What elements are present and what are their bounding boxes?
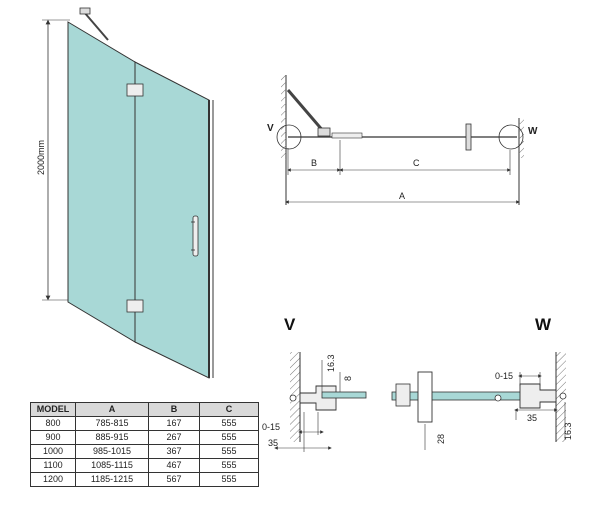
detail-circle-w bbox=[498, 124, 524, 150]
cell-a: 785-815 bbox=[75, 416, 149, 431]
front-view: 2000mm bbox=[36, 7, 214, 379]
table-row: 1200 1185-1215 567 555 bbox=[30, 472, 259, 487]
plan-support-arm bbox=[286, 89, 326, 133]
cell-b: 267 bbox=[148, 430, 200, 445]
right-wall-hatch bbox=[519, 118, 524, 158]
detail-v: V 16.3 8 0-15 35 bbox=[262, 315, 367, 452]
support-arm bbox=[83, 11, 109, 41]
bottom-hinge bbox=[126, 299, 144, 313]
cell-model: 900 bbox=[30, 430, 76, 445]
cell-b: 167 bbox=[148, 416, 200, 431]
table-row: 1100 1085-1115 467 555 bbox=[30, 458, 259, 473]
cell-b: 567 bbox=[148, 472, 200, 487]
detail-w-glass bbox=[391, 391, 523, 401]
cell-model: 1100 bbox=[30, 458, 76, 473]
header-model: MODEL bbox=[30, 402, 76, 417]
cell-c: 555 bbox=[199, 472, 259, 487]
detail-v-glass bbox=[321, 391, 367, 399]
header-c: C bbox=[199, 402, 259, 417]
table-header-row: MODEL A B C bbox=[30, 402, 259, 417]
cell-a: 985-1015 bbox=[75, 444, 149, 459]
cell-model: 1200 bbox=[30, 472, 76, 487]
cell-b: 467 bbox=[148, 458, 200, 473]
detail-v-dim-35: 35 bbox=[268, 438, 278, 448]
label-v: V bbox=[267, 123, 274, 134]
cell-c: 555 bbox=[199, 458, 259, 473]
detail-v-dim-163: 16.3 bbox=[326, 354, 336, 372]
detail-w: W 0-15 35 28 16.3 bbox=[391, 315, 573, 450]
header-b: B bbox=[148, 402, 200, 417]
height-label: 2000mm bbox=[36, 140, 46, 175]
door-handle bbox=[192, 215, 199, 257]
top-hinge bbox=[126, 83, 144, 97]
detail-w-dim-163: 16.3 bbox=[563, 422, 573, 440]
detail-v-dim-015: 0-15 bbox=[262, 422, 280, 432]
dim-b-label: B bbox=[311, 158, 317, 168]
cell-model: 1000 bbox=[30, 444, 76, 459]
table-row: 900 885-915 267 555 bbox=[30, 430, 259, 445]
fixed-glass-panel bbox=[67, 21, 136, 343]
dim-c-label: C bbox=[413, 158, 420, 168]
table-row: 1000 985-1015 367 555 bbox=[30, 444, 259, 459]
table-row: 800 785-815 167 555 bbox=[30, 416, 259, 431]
cell-a: 1185-1215 bbox=[75, 472, 149, 487]
detail-w-handle bbox=[417, 371, 433, 423]
header-a: A bbox=[75, 402, 149, 417]
detail-w-dim-35: 35 bbox=[527, 413, 537, 423]
detail-v-dim-8: 8 bbox=[343, 376, 353, 381]
detail-v-title: V bbox=[284, 315, 296, 334]
detail-w-profile bbox=[519, 383, 557, 409]
cell-c: 555 bbox=[199, 430, 259, 445]
label-w: W bbox=[528, 126, 538, 137]
cell-c: 555 bbox=[199, 444, 259, 459]
top-view: V W B C A bbox=[267, 75, 538, 205]
cell-c: 555 bbox=[199, 416, 259, 431]
cell-b: 367 bbox=[148, 444, 200, 459]
left-wall-hatch bbox=[281, 75, 286, 160]
detail-w-dim-015: 0-15 bbox=[495, 371, 513, 381]
plan-handle bbox=[465, 123, 472, 151]
model-table: MODEL A B C 800 785-815 167 555 900 885-… bbox=[30, 402, 259, 487]
cell-model: 800 bbox=[30, 416, 76, 431]
cell-a: 885-915 bbox=[75, 430, 149, 445]
cell-a: 1085-1115 bbox=[75, 458, 149, 473]
dim-a-label: A bbox=[399, 191, 405, 201]
detail-w-dim-28: 28 bbox=[436, 434, 446, 444]
detail-w-title: W bbox=[535, 315, 552, 334]
detail-circle-v bbox=[276, 124, 302, 150]
